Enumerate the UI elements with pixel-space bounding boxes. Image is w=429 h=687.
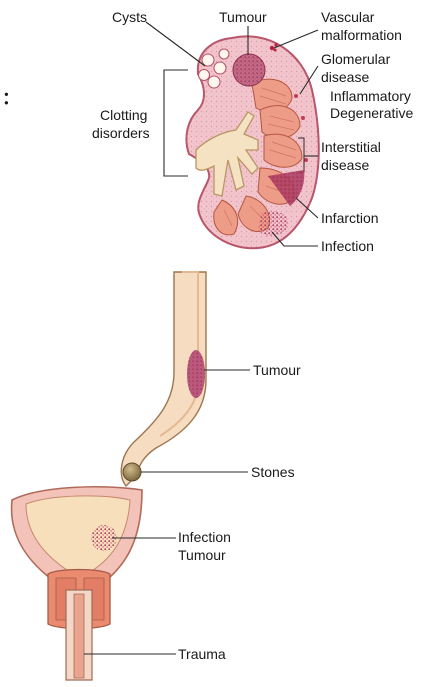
label-stones: Stones: [251, 464, 295, 480]
label-tumour-ureter: Tumour: [253, 362, 301, 378]
label-tumour-kidney: Tumour: [219, 9, 267, 25]
label-degenerative: Degenerative: [330, 105, 413, 121]
label-clotting-2: disorders: [92, 125, 150, 141]
label-glomerular-2: disease: [321, 69, 369, 85]
label-inflammatory: Inflammatory: [330, 88, 411, 104]
kidney: [186, 36, 318, 248]
label-tumour-bladder: Tumour: [178, 547, 226, 563]
label-interstitial-2: disease: [321, 157, 369, 173]
label-infarction: Infarction: [321, 210, 379, 226]
label-cysts: Cysts: [112, 9, 147, 25]
label-clotting-1: Clotting: [100, 107, 147, 123]
ureter-stone: [123, 463, 141, 481]
label-vascular-2: malformation: [321, 27, 402, 43]
label-trauma: Trauma: [178, 646, 226, 662]
label-interstitial-1: Interstitial: [321, 139, 381, 155]
label-infection-bladder: Infection: [178, 529, 231, 545]
label-infection-kidney: Infection: [321, 238, 374, 254]
label-vascular-1: Vascular: [321, 9, 375, 25]
ureter: [121, 272, 206, 486]
clotting-bracket: [164, 70, 188, 176]
stray-colon: :: [2, 81, 11, 111]
label-glomerular-1: Glomerular: [321, 51, 391, 67]
bladder: [12, 487, 142, 680]
